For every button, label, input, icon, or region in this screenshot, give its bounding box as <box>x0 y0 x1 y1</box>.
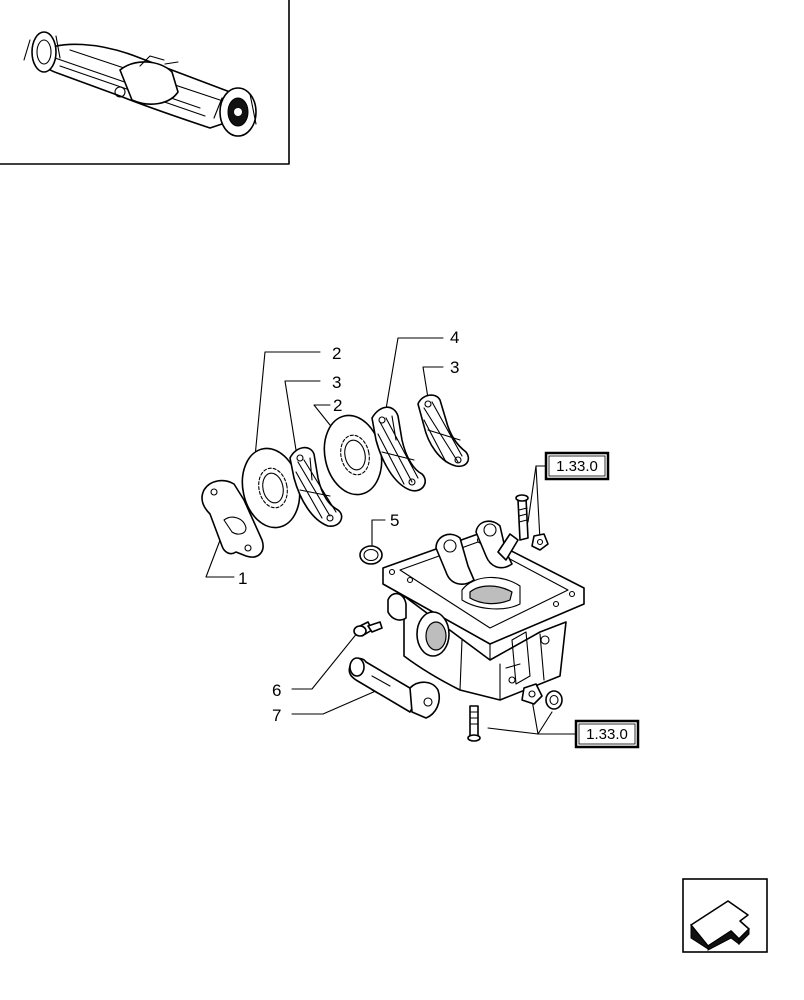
housing <box>382 520 585 701</box>
callout-3b: 3 <box>450 358 459 377</box>
ref-box-upper[interactable]: 1.33.0 <box>544 451 610 481</box>
callout-5: 5 <box>390 511 399 530</box>
leader-4 <box>384 337 444 416</box>
callout-labels: 1 2 3 2 4 3 5 6 7 <box>238 328 459 725</box>
part-5-o-ring <box>359 545 383 565</box>
callout-1: 1 <box>238 569 247 588</box>
part-3-segment-left <box>289 446 343 527</box>
lower-bolt <box>467 705 481 742</box>
callout-3a: 3 <box>332 373 341 392</box>
callout-leaders <box>205 337 576 735</box>
ref-label-upper: 1.33.0 <box>556 458 598 475</box>
callout-6: 6 <box>272 681 281 700</box>
leader-3b <box>422 366 444 399</box>
leader-2b <box>313 404 331 426</box>
leader-2a <box>254 351 321 458</box>
ref-label-lower: 1.33.0 <box>586 726 628 743</box>
upper-nut <box>531 533 549 551</box>
leader-3a <box>284 380 321 451</box>
leader-ref-upper-b <box>535 465 541 541</box>
leader-ref-lower-c <box>537 711 553 735</box>
leader-7 <box>291 689 379 715</box>
lower-nut <box>521 683 543 705</box>
callout-7: 7 <box>272 706 281 725</box>
part-6-screw <box>353 621 383 637</box>
callout-2a: 2 <box>332 344 341 363</box>
previous-page-arrow-icon[interactable] <box>682 878 768 953</box>
part-3-segment-right <box>417 394 470 468</box>
callout-4: 4 <box>450 328 459 347</box>
leader-6 <box>291 631 359 690</box>
axle-thumbnail-icon <box>0 0 290 165</box>
part-7-shaft <box>348 657 441 719</box>
leader-ref-lower-b <box>531 699 539 735</box>
leader-1 <box>205 534 235 578</box>
part-4-segment <box>371 406 426 492</box>
lower-washer <box>545 690 563 710</box>
ref-box-lower[interactable]: 1.33.0 <box>574 719 640 749</box>
upper-bolt <box>515 494 529 541</box>
leader-5 <box>371 519 386 546</box>
callout-2b: 2 <box>333 396 342 415</box>
part-1-plate <box>201 479 264 558</box>
leader-ref-lower-a <box>487 727 576 735</box>
